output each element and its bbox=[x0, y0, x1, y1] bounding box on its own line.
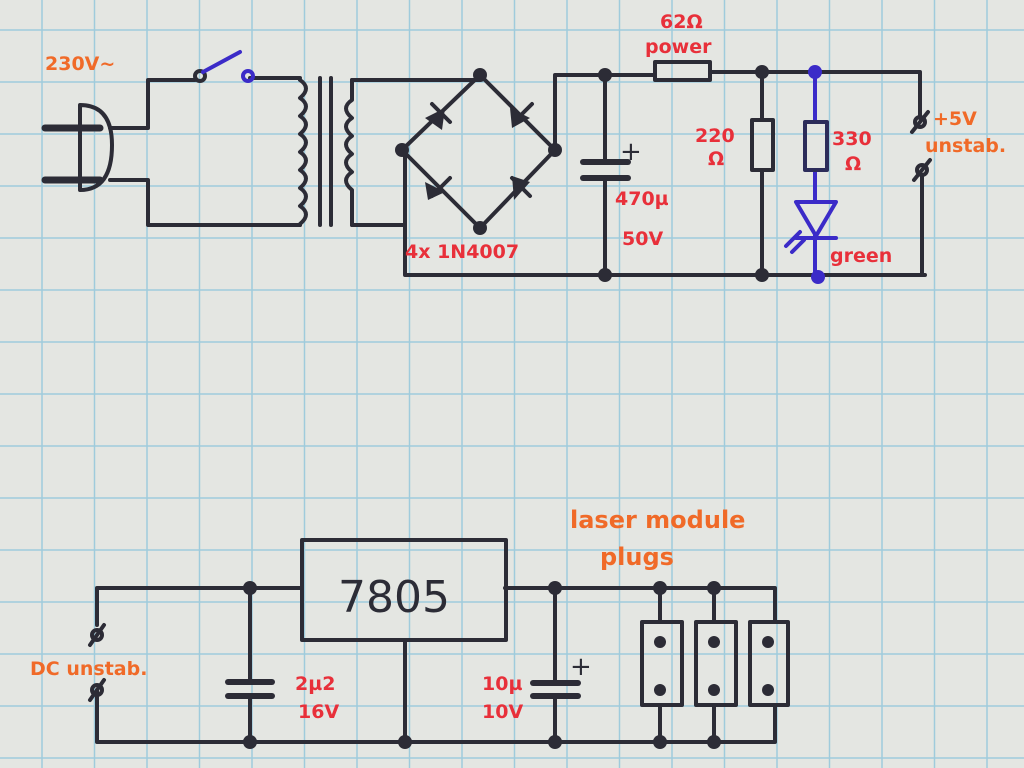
regulator-label: 7805 bbox=[338, 572, 450, 623]
bleed-resistor bbox=[750, 65, 775, 282]
regulator-7805 bbox=[300, 538, 508, 749]
bleed-resistor-value: 220 bbox=[695, 125, 735, 147]
power-switch bbox=[193, 50, 255, 83]
bridge-rectifier bbox=[350, 68, 927, 277]
series-resistor bbox=[653, 60, 922, 120]
filter-cap-polarity: + bbox=[620, 137, 642, 167]
output-note-label: unstab. bbox=[925, 135, 1006, 157]
input-cap-value: 2µ2 bbox=[295, 673, 335, 695]
led-branch bbox=[784, 65, 838, 284]
series-resistor-note: power bbox=[645, 36, 712, 58]
mains-plug bbox=[41, 103, 114, 192]
series-resistor-value: 62Ω bbox=[660, 11, 703, 33]
regulator-wiring bbox=[88, 586, 777, 744]
output-terminals-top bbox=[910, 110, 932, 277]
plugs-title-line2: plugs bbox=[600, 543, 674, 571]
mains-voltage-label: 230V~ bbox=[45, 53, 115, 75]
output-cap-polarity: + bbox=[570, 652, 592, 682]
filter-capacitor bbox=[580, 68, 631, 282]
bleed-resistor-unit: Ω bbox=[708, 148, 724, 170]
bridge-label: 4x 1N4007 bbox=[405, 241, 519, 263]
led-resistor-unit: Ω bbox=[845, 153, 861, 175]
output-cap-value: 10µ bbox=[482, 673, 522, 695]
led-color-label: green bbox=[830, 245, 892, 267]
mains-wiring bbox=[108, 76, 302, 227]
output-capacitor bbox=[530, 581, 581, 749]
filter-cap-voltage: 50V bbox=[622, 228, 663, 250]
plugs-title-line1: laser module bbox=[570, 506, 745, 534]
filter-cap-value: 470µ bbox=[615, 188, 669, 210]
transformer bbox=[298, 76, 354, 227]
led-resistor-value: 330 bbox=[832, 128, 872, 150]
dc-input-label: DC unstab. bbox=[30, 658, 147, 680]
laser-module-plugs bbox=[640, 581, 790, 749]
input-cap-voltage: 16V bbox=[298, 701, 339, 723]
input-capacitor bbox=[225, 581, 275, 749]
output-voltage-label: +5V bbox=[933, 108, 977, 130]
output-cap-voltage: 10V bbox=[482, 701, 523, 723]
